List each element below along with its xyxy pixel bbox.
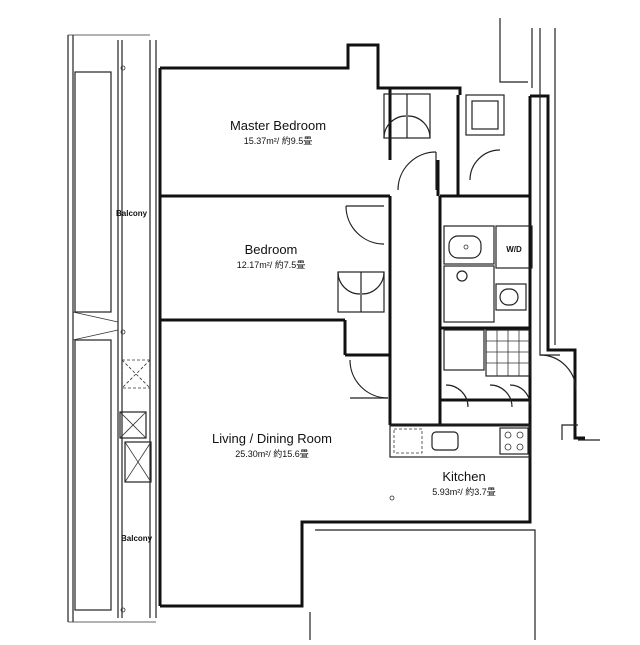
washer-dryer-label: W/D <box>506 245 522 254</box>
doors <box>337 93 577 408</box>
bedroom-area: 12.17m²/ 約7.5畳 <box>237 259 306 270</box>
bedroom-name: Bedroom <box>245 242 298 257</box>
balcony-label-lower: Balcony <box>121 534 153 543</box>
bathroom-fixtures <box>443 225 533 377</box>
kitchen-name: Kitchen <box>442 469 485 484</box>
washer-dryer-box <box>495 225 533 269</box>
kitchen-counter <box>389 424 531 501</box>
master-bedroom-name: Master Bedroom <box>230 118 326 133</box>
living-dining-name: Living / Dining Room <box>212 431 332 446</box>
master-bedroom-area: 15.37m²/ 約9.5畳 <box>244 135 313 146</box>
kitchen-area: 5.93m²/ 約3.7畳 <box>432 486 496 497</box>
living-dining-area: 25.30m²/ 約15.6畳 <box>235 448 309 459</box>
balcony-structure <box>67 34 157 623</box>
balcony-label-upper: Balcony <box>116 209 148 218</box>
walls <box>158 43 585 608</box>
